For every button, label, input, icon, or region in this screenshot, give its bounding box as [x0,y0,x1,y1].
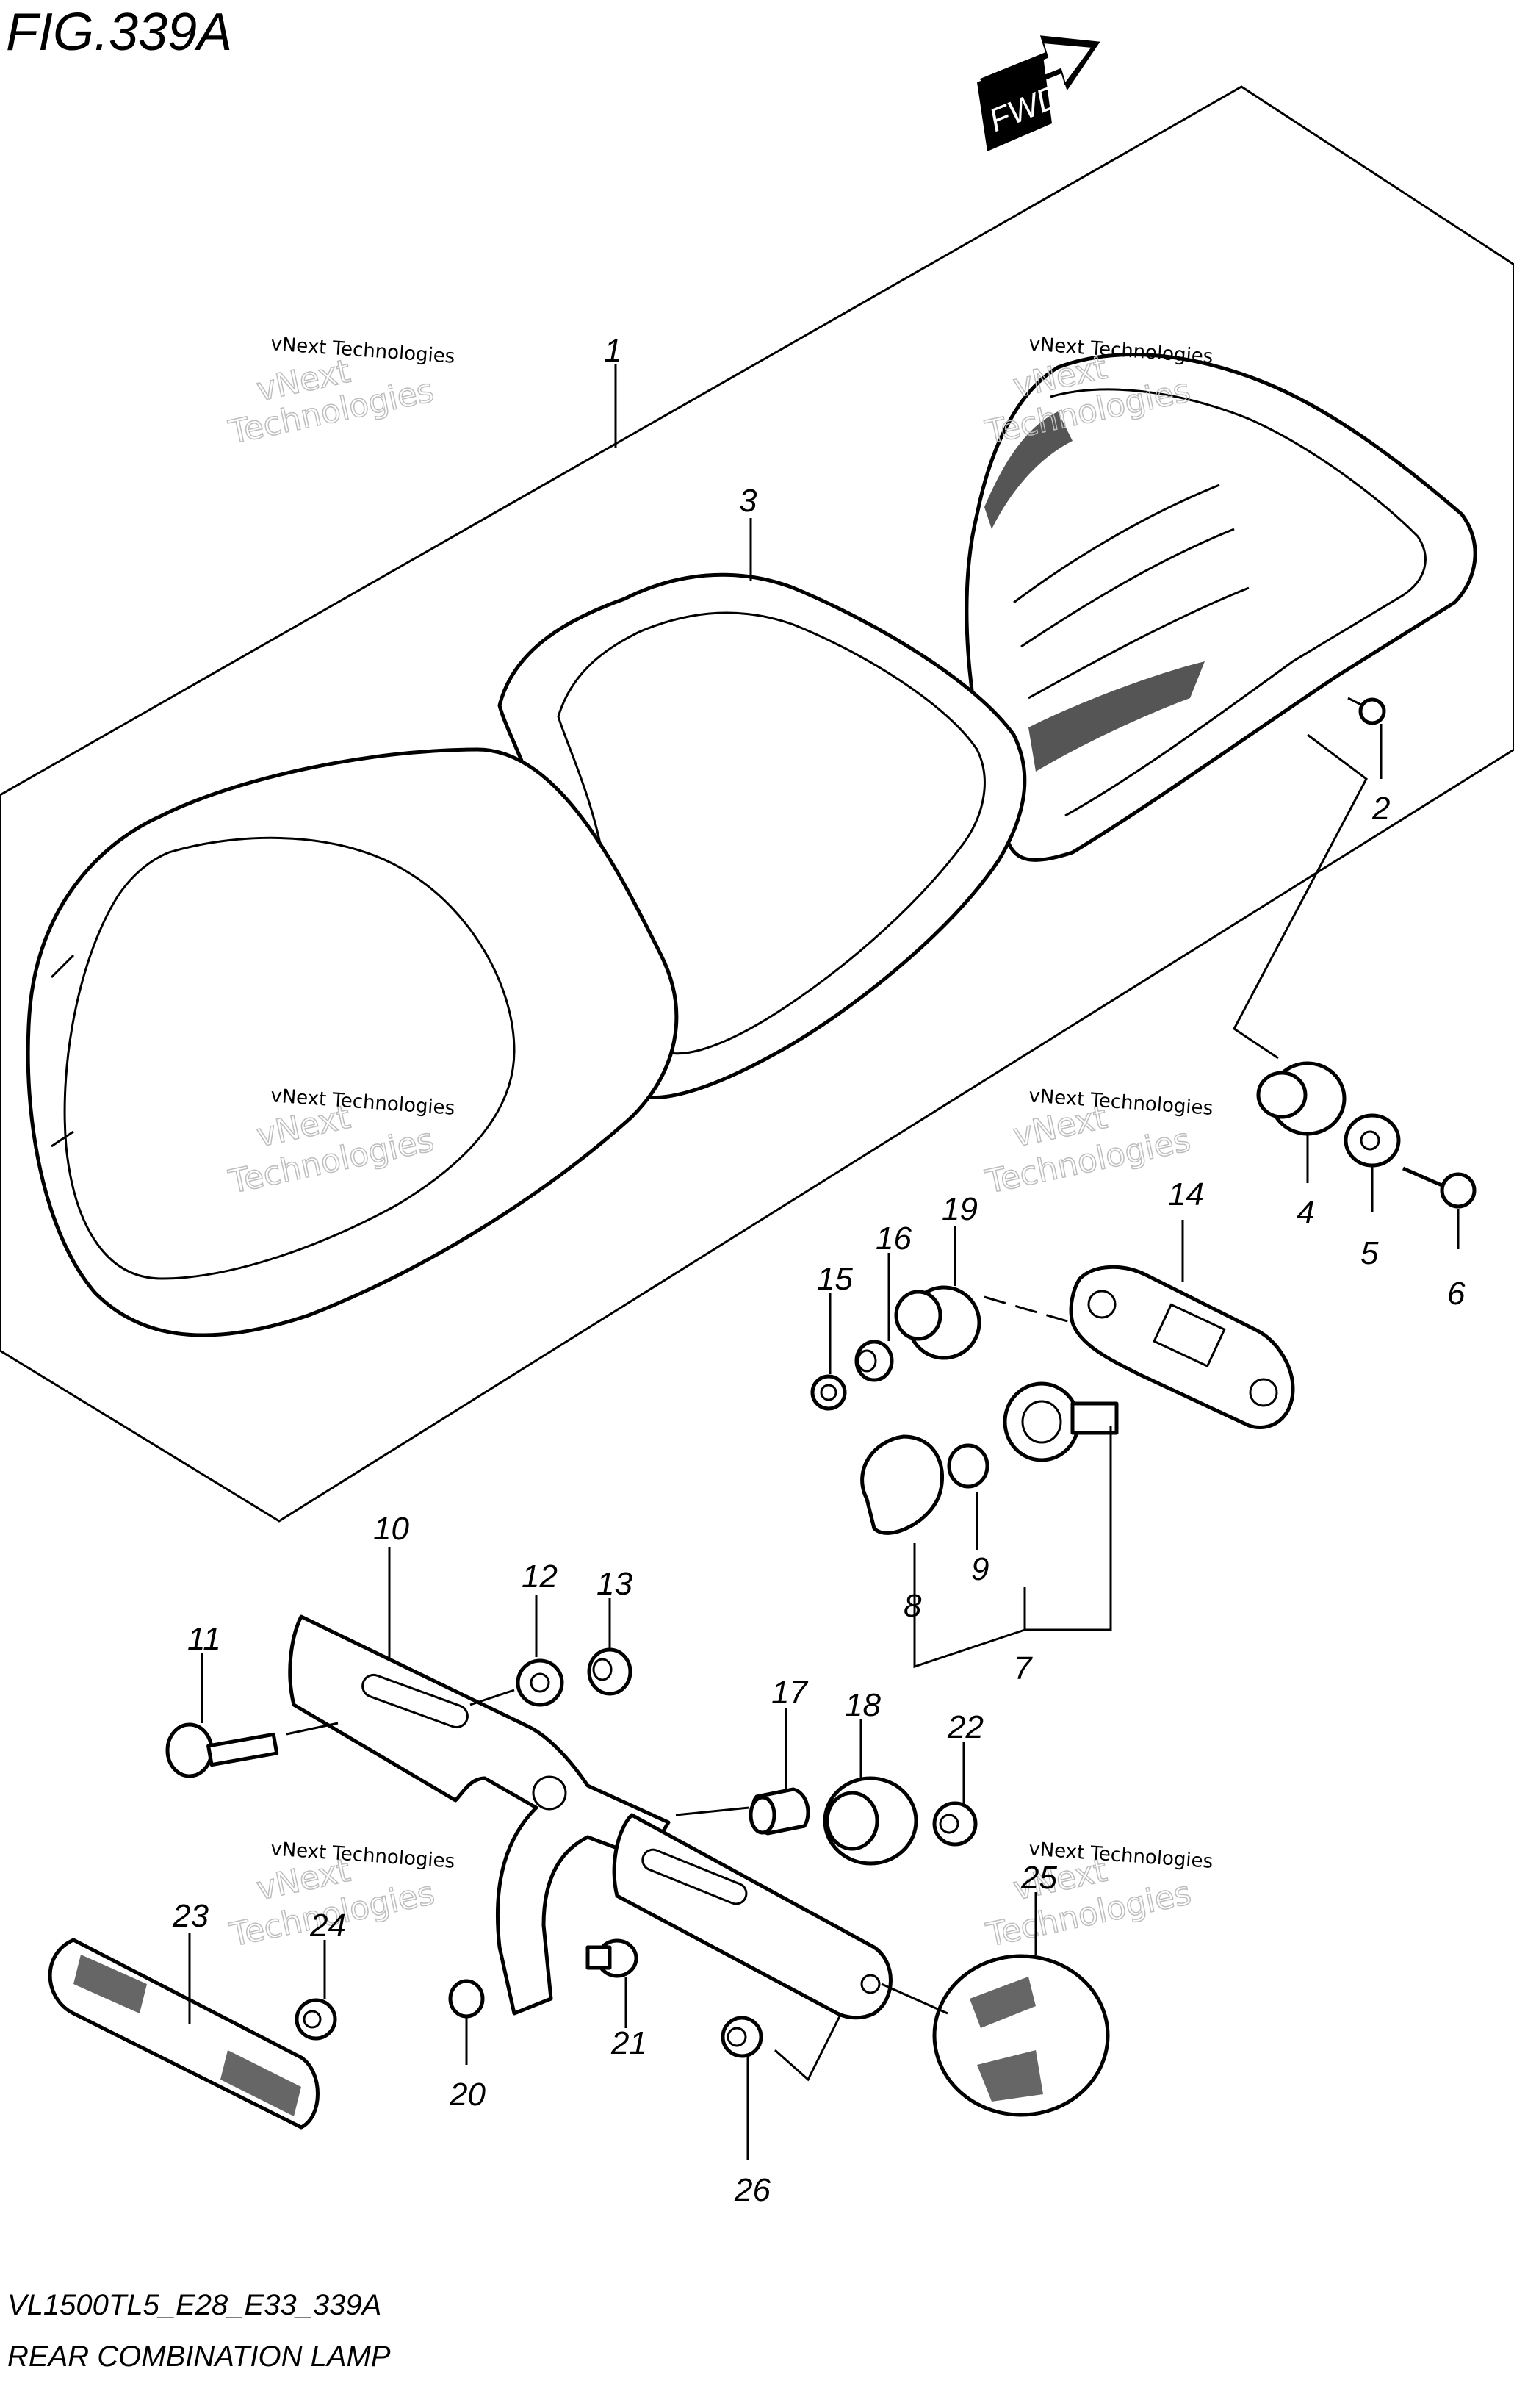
nut-26 [721,2016,763,2058]
reflector-bracket [612,1813,893,2020]
nut-24 [295,1998,337,2041]
license-bracket-10 [288,1614,671,2016]
grommet-19 [894,1285,981,1360]
callout-17: 17 [771,1675,808,1711]
model-code: VL1500TL5_E28_E33_339A [7,2289,381,2321]
lamp-cap-8 [860,1434,945,1535]
figure-title: FIG.339A [6,3,232,62]
callout-6: 6 [1447,1276,1466,1312]
bulb-9 [947,1443,989,1489]
leader-socket-7 [1025,1426,1112,1631]
screw-6 [1402,1166,1477,1209]
bulb-socket-7 [1003,1381,1119,1462]
round-reflector-25 [932,1954,1110,2117]
figure-caption: REAR COMBINATION LAMP [7,2340,391,2373]
guide-line-14 [984,1295,1073,1324]
callout-7: 7 [1014,1650,1033,1686]
lamp-lens-assembly [965,353,1477,862]
nut-15 [810,1374,847,1411]
callout-18: 18 [845,1687,881,1723]
guide-line-4 [1233,733,1368,1060]
callout-13: 13 [596,1566,632,1602]
collar-17 [749,1787,810,1836]
grommet-18 [823,1776,918,1866]
watermark-6: vNext Technologies vNext Technologies [982,1838,1214,1955]
callout-8: 8 [904,1588,922,1624]
callout-22: 22 [947,1709,984,1745]
washer-5 [1344,1113,1401,1168]
assembly-outline [0,85,1514,1523]
callout-20: 20 [449,2077,486,2113]
callout-23: 23 [172,1898,209,1934]
guide-line-25 [881,1983,948,2015]
nut-22 [932,1801,978,1847]
callout-11: 11 [187,1621,221,1657]
bolt-11 [165,1722,279,1778]
guide-line-12 [469,1689,515,1706]
guide-line-17 [675,1806,750,1816]
callout-26: 26 [734,2172,771,2208]
callout-1: 1 [604,333,621,369]
socket-21 [585,1938,638,1978]
callout-14: 14 [1168,1176,1204,1212]
lamp-bezel [26,747,679,1337]
side-reflector-23 [48,1938,320,2130]
watermark-1: vNext Technologies vNext Technologies [225,333,455,452]
leader-8-7 [913,1543,1025,1669]
bracket-plate-14 [1069,1265,1295,1430]
callout-25: 25 [1020,1860,1057,1896]
callout-19: 19 [942,1191,978,1227]
nut-13 [587,1647,632,1696]
callout-3: 3 [739,483,757,519]
callout-4: 4 [1297,1195,1314,1231]
callout-9: 9 [971,1551,989,1587]
callout-2: 2 [1371,791,1390,827]
collar-16 [854,1340,894,1382]
callout-21: 21 [610,2025,647,2061]
fwd-arrow-icon: FWD [977,35,1100,151]
screw-2 [1347,697,1386,725]
guide-line-11 [286,1722,339,1736]
callout-12: 12 [522,1559,558,1595]
guide-line-26 [774,2013,843,2082]
callout-24: 24 [309,1908,346,1944]
washer-12 [516,1658,564,1707]
grommet-4 [1256,1061,1347,1136]
callout-10: 10 [373,1511,409,1547]
callout-15: 15 [817,1261,853,1297]
callout-5: 5 [1360,1235,1379,1271]
callout-16: 16 [876,1221,912,1257]
bulb-20 [448,1979,485,2019]
